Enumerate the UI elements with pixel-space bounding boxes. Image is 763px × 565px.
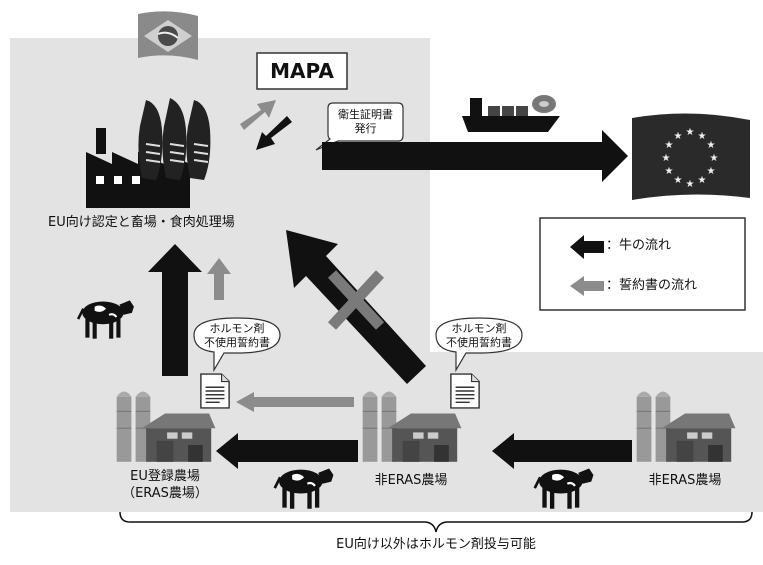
farm-label-eras-sub: （ERAS農場）	[122, 486, 208, 501]
brazil-flag-icon	[138, 11, 198, 60]
pledge-bubble	[193, 317, 281, 373]
mapa-label: MAPA	[270, 59, 334, 83]
svg-text:★: ★	[686, 127, 695, 138]
certificate-bubble-line2: 発行	[354, 122, 377, 135]
pledge-bubble	[435, 317, 523, 373]
pledge-to-plant-arrow	[207, 258, 231, 300]
cattle-between-farms-arrow	[216, 433, 358, 469]
svg-text:★: ★	[674, 131, 683, 142]
pledge-between-farms-arrow	[236, 392, 354, 412]
legend-cattle-arrow	[570, 235, 604, 259]
pledge-bubble-line2: 不使用誓約書	[204, 336, 270, 349]
eu-flag-icon: ★★★ ★★★ ★★★ ★★★	[632, 113, 750, 200]
legend-pledge-label: ：誓約書の流れ	[606, 278, 698, 293]
pledge-to-mapa-arrow	[240, 100, 276, 130]
svg-text:★: ★	[707, 166, 716, 177]
cross-mark-icon	[327, 270, 385, 330]
mapa-box	[256, 52, 348, 90]
svg-text:★: ★	[707, 140, 716, 151]
svg-text:★: ★	[662, 153, 671, 164]
farm-label-non-eras: 非ERAS農場	[648, 473, 722, 488]
svg-text:★: ★	[710, 153, 719, 164]
legend-cattle-label: ：牛の流れ	[606, 238, 672, 253]
bottom-brace	[119, 511, 753, 533]
cargo-ship-icon	[462, 95, 560, 132]
certificate-bubble-line1: 衛生証明書	[338, 108, 393, 121]
farm-label-eras: EU登録農場	[130, 469, 200, 484]
cattle-between-farms-arrow	[492, 433, 632, 469]
svg-text:★: ★	[698, 131, 707, 142]
svg-text:★: ★	[698, 175, 707, 186]
document-icon	[450, 373, 480, 409]
legend-box	[539, 217, 746, 311]
cattle-to-plant-arrow	[148, 244, 202, 376]
plant-label: EU向け認定と畜場・食肉処理場	[48, 215, 235, 230]
export-arrow	[322, 130, 628, 182]
legend-pledge-arrow	[570, 276, 604, 296]
factory-icon	[86, 98, 211, 208]
certificate-bubble	[315, 102, 404, 151]
svg-text:★: ★	[665, 166, 674, 177]
svg-text:★: ★	[686, 179, 695, 190]
bottom-note: EU向け以外はホルモン剤投与可能	[336, 537, 536, 552]
farm-label-non-eras: 非ERAS農場	[374, 473, 448, 488]
svg-text:★: ★	[674, 175, 683, 186]
certificate-to-plant-arrow	[256, 116, 292, 150]
svg-text:★: ★	[665, 140, 674, 151]
document-icon	[200, 373, 230, 409]
pledge-bubble-line2: 不使用誓約書	[446, 336, 512, 349]
pledge-bubble-line1: ホルモン剤	[209, 322, 265, 335]
pledge-bubble-line1: ホルモン剤	[451, 322, 507, 335]
